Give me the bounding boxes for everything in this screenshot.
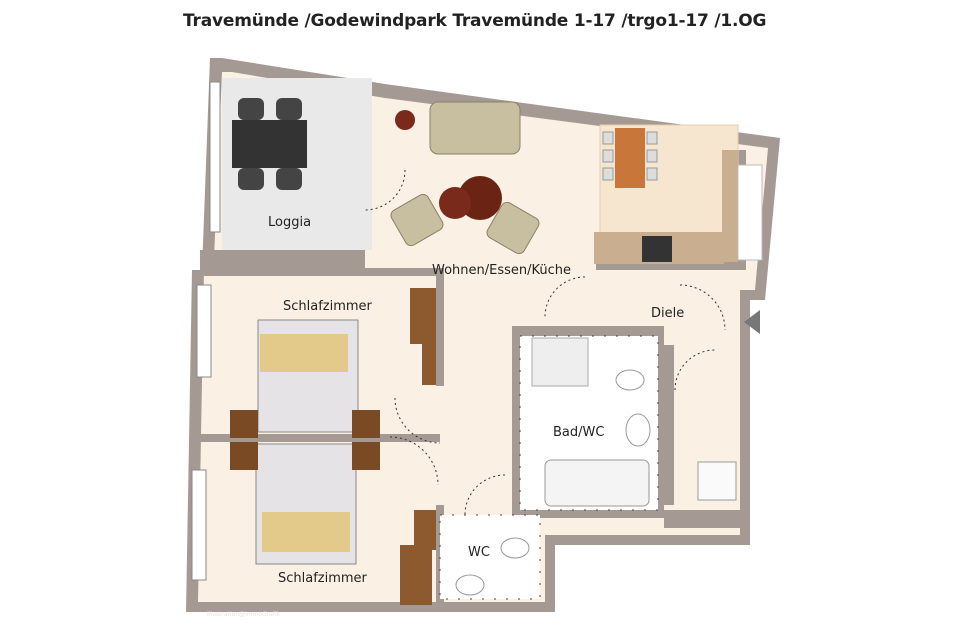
- room-label-wc: WC: [468, 545, 490, 560]
- room-label-living: Wohnen/Essen/Küche: [432, 263, 571, 278]
- room-label-loggia: Loggia: [268, 215, 311, 230]
- coffee-table: [439, 187, 471, 219]
- bed-blanket: [262, 512, 350, 552]
- dining-chairs: [602, 131, 658, 181]
- wardrobe: [414, 510, 436, 550]
- wall: [355, 250, 365, 270]
- sink: [455, 574, 485, 596]
- dining-table: [615, 128, 645, 188]
- interior-wall: [664, 510, 744, 528]
- loggia-table: [232, 120, 307, 168]
- room-label-hall: Diele: [651, 306, 684, 321]
- wardrobe: [400, 545, 432, 605]
- kitchen-cabinet: [737, 164, 763, 261]
- loggia-chairs: [238, 98, 302, 190]
- sofa: [429, 101, 521, 155]
- interior-wall: [204, 268, 444, 276]
- armchair: [486, 201, 540, 255]
- toilet: [500, 537, 530, 559]
- windows: [191, 81, 221, 581]
- washing-machine: [697, 461, 737, 501]
- bathtub: [544, 459, 650, 507]
- cooktop: [642, 236, 672, 262]
- loggia-wall: [200, 250, 365, 270]
- illustration-credit: Illustration@immoGrafik: [207, 611, 281, 618]
- interior-wall: [596, 262, 741, 270]
- room-label-bathroom: Bad/WC: [553, 425, 604, 440]
- room-label-bedroom-2: Schlafzimmer: [278, 571, 368, 586]
- sink: [625, 413, 651, 447]
- door-swings: [364, 169, 726, 516]
- plan-title: Travemünde /Godewindpark Travemünde 1-17…: [183, 11, 767, 31]
- toilet: [615, 369, 645, 391]
- armchair: [390, 193, 444, 247]
- interior-wall: [664, 345, 674, 505]
- kitchen-counter: [722, 150, 738, 262]
- nightstands: [230, 410, 380, 470]
- side-table: [395, 110, 415, 130]
- interior-wall: [190, 434, 440, 442]
- interior-wall: [436, 276, 444, 386]
- room-label-bedroom-1: Schlafzimmer: [283, 299, 373, 314]
- wc-floor: [439, 514, 541, 600]
- bed-blanket: [260, 334, 348, 372]
- shower: [531, 337, 589, 387]
- entrance-marker: [744, 310, 760, 334]
